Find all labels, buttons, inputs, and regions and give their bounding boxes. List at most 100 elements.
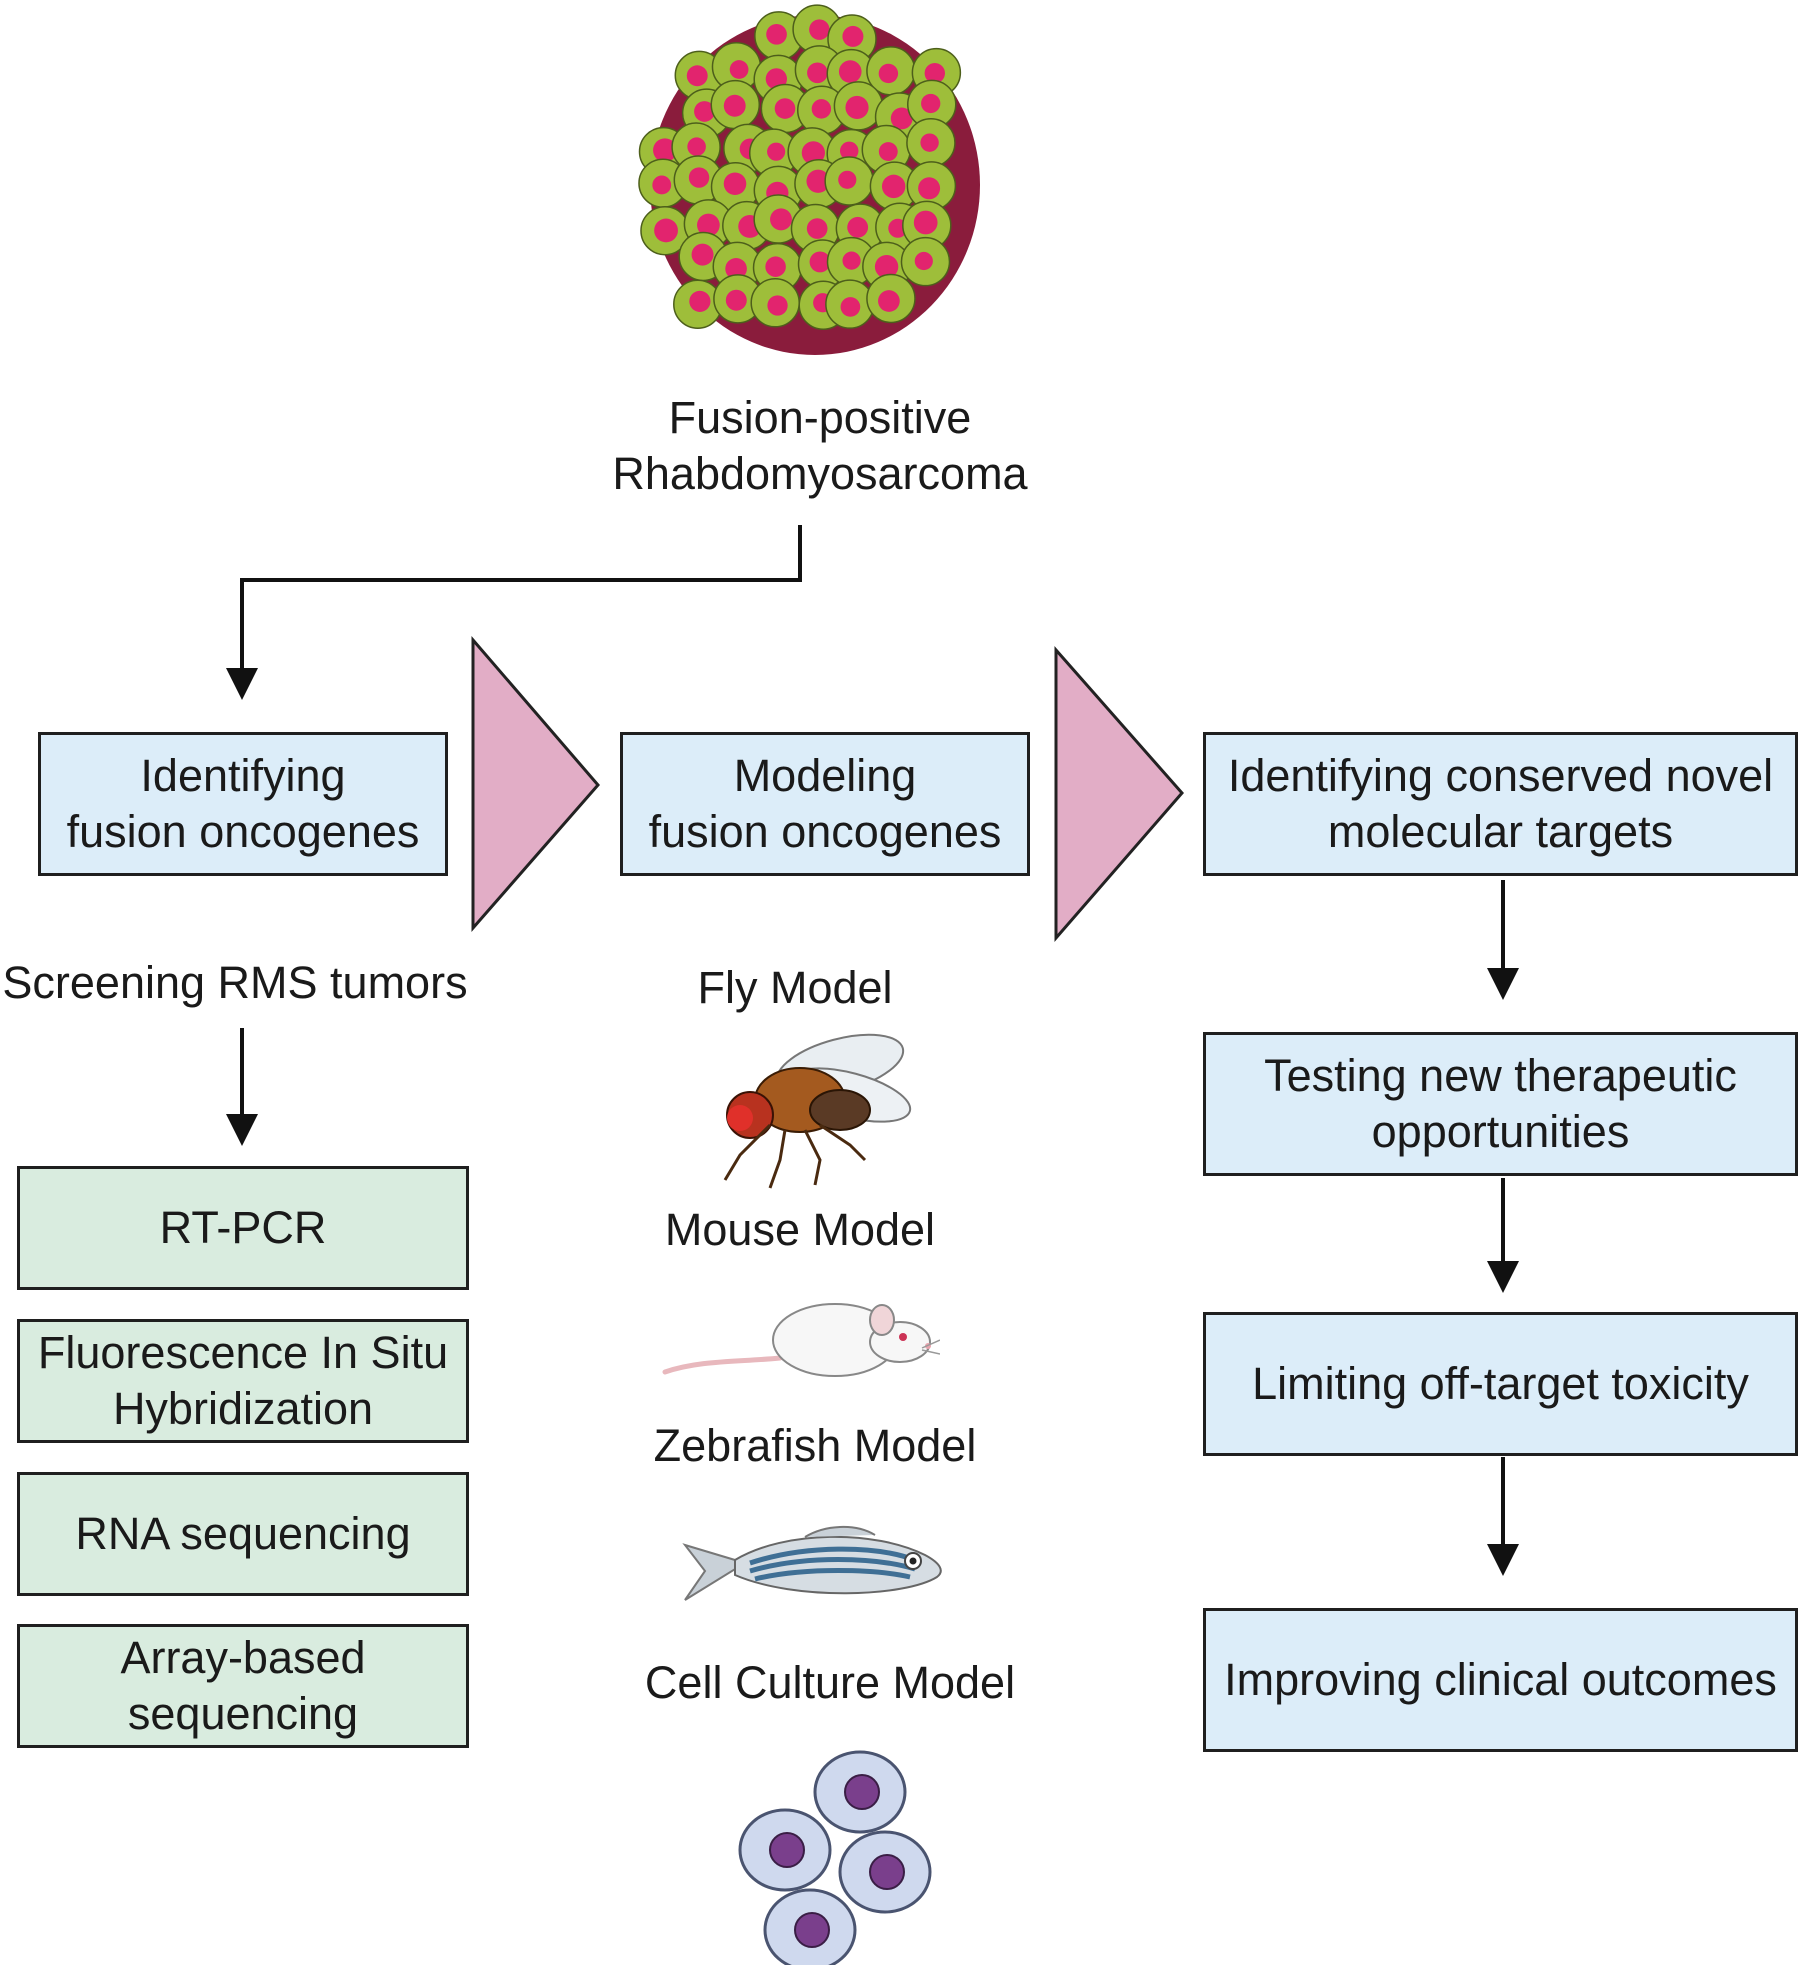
tumor-nucleus xyxy=(921,93,941,114)
col3-step3-label: Improving clinical outcomes xyxy=(1224,1653,1777,1705)
culture-cell xyxy=(738,1808,832,1892)
culture-cell xyxy=(838,1830,932,1914)
col3-step1-line2: opportunities xyxy=(1371,1106,1630,1157)
tumor-title: Fusion-positive Rhabdomyosarcoma xyxy=(540,390,1100,503)
tumor-nucleus xyxy=(653,138,677,163)
tumor-nucleus xyxy=(809,19,830,40)
tumor-nucleus xyxy=(890,107,913,130)
tumor-nucleus xyxy=(924,63,945,84)
method-box-array-seq: Array-based sequencing xyxy=(17,1624,469,1748)
tumor-nucleus xyxy=(847,216,869,238)
tumor-nucleus xyxy=(766,23,787,45)
tumor-nucleus xyxy=(842,25,864,47)
tumor-nucleus xyxy=(694,101,715,122)
tumor-nucleus xyxy=(767,295,788,316)
method-rt-pcr-label: RT-PCR xyxy=(159,1201,327,1253)
method-box-rt-pcr: RT-PCR xyxy=(17,1166,469,1290)
tumor-nucleus xyxy=(878,63,899,84)
tumor-nucleus xyxy=(878,290,900,312)
tumor-nucleus xyxy=(920,133,939,152)
tumor-nucleus xyxy=(801,141,825,165)
method-array-line1: Array-based xyxy=(120,1631,366,1683)
col3-header-line2: molecular targets xyxy=(1327,806,1674,857)
tumor-nucleus xyxy=(845,95,869,120)
mouse-model-label: Mouse Model xyxy=(664,1204,936,1255)
chevron-arrow-1 xyxy=(471,635,600,932)
modeling-fusion-oncogenes-box: Modeling fusion oncogenes xyxy=(620,732,1030,876)
tumor-nucleus xyxy=(914,251,933,271)
fly-model-label: Fly Model xyxy=(697,962,893,1013)
tumor-nucleus xyxy=(809,251,831,273)
col1-down-arrowhead xyxy=(226,1114,258,1146)
tumor-nucleus xyxy=(765,256,786,277)
tumor-nucleus xyxy=(654,218,678,243)
col1-header-line1: Identifying xyxy=(140,749,346,801)
tumor-nucleus xyxy=(842,251,861,270)
culture-cell xyxy=(813,1750,907,1834)
identifying-fusion-oncogenes-box: Identifying fusion oncogenes xyxy=(38,732,448,876)
col3-header-line1: Identifying conserved novel xyxy=(1227,749,1774,801)
tumor-nucleus xyxy=(723,172,747,196)
method-box-rna-seq: RNA sequencing xyxy=(17,1472,469,1596)
tumor-nucleus xyxy=(691,243,714,266)
tumor-nucleus xyxy=(806,169,830,193)
zebrafish-model-label: Zebrafish Model xyxy=(653,1420,977,1471)
tumor-nucleus xyxy=(686,65,708,87)
col3-arrowhead3 xyxy=(1487,1544,1519,1576)
screening-rms-tumors-label: Screening RMS tumors xyxy=(2,957,468,1008)
col2-header-line2: fusion oncogenes xyxy=(648,806,1002,857)
col3-step1-line1: Testing new therapeutic xyxy=(1264,1049,1737,1101)
tumor-nucleus xyxy=(878,142,898,162)
fly-icon xyxy=(723,1033,912,1189)
chevron-arrow-2 xyxy=(1054,646,1184,943)
method-fish-line1: Fluorescence In Situ xyxy=(37,1326,449,1378)
tumor-nucleus xyxy=(725,258,747,280)
improving-outcomes-box: Improving clinical outcomes xyxy=(1203,1608,1798,1752)
tumor-nucleus xyxy=(839,141,859,161)
col3-step2-label: Limiting off-target toxicity xyxy=(1252,1357,1749,1409)
tumor-nucleus xyxy=(687,137,706,156)
tumor-nucleus xyxy=(729,60,749,79)
tumor-nucleus xyxy=(770,208,792,231)
tumor-title-line2: Rhabdomyosarcoma xyxy=(612,448,1028,500)
tumor-nucleus xyxy=(874,255,899,279)
tumor-title-line1: Fusion-positive xyxy=(668,392,972,443)
tumor-nucleus xyxy=(881,174,906,199)
col2-header-line1: Modeling xyxy=(733,749,917,801)
col3-arrowhead1 xyxy=(1487,968,1519,1000)
method-box-fish: Fluorescence In Situ Hybridization xyxy=(17,1319,469,1443)
tumor-nucleus xyxy=(688,167,710,188)
zebrafish-icon xyxy=(682,1525,942,1601)
cell-culture-icon xyxy=(738,1750,932,1965)
method-fish-line2: Hybridization xyxy=(112,1383,374,1434)
method-rna-seq-label: RNA sequencing xyxy=(75,1507,411,1559)
limiting-toxicity-box: Limiting off-target toxicity xyxy=(1203,1312,1798,1456)
tumor-nucleus xyxy=(913,210,938,235)
tumor-nucleus xyxy=(652,175,672,195)
tumor-to-col1-arrow xyxy=(240,525,802,672)
col1-header-line2: fusion oncogenes xyxy=(66,806,420,857)
testing-therapeutics-box: Testing new therapeutic opportunities xyxy=(1203,1032,1798,1176)
culture-cell xyxy=(763,1888,857,1965)
tumor-nucleus xyxy=(840,297,861,317)
tumor-arrowhead xyxy=(226,668,258,700)
mouse-icon xyxy=(662,1303,940,1377)
cell-culture-model-label: Cell Culture Model xyxy=(644,1657,1016,1708)
tumor-nucleus xyxy=(697,213,720,237)
tumor-nucleus xyxy=(811,99,832,119)
tumor-nucleus xyxy=(767,142,786,161)
tumor-nucleus xyxy=(838,60,862,83)
method-array-line2: sequencing xyxy=(127,1688,359,1739)
tumor-nucleus xyxy=(838,170,857,189)
tumor-nucleus xyxy=(806,218,828,239)
col3-arrowhead2 xyxy=(1487,1261,1519,1293)
tumor-nucleus xyxy=(918,177,941,200)
tumor-nucleus xyxy=(807,62,828,84)
identifying-conserved-targets-box: Identifying conserved novel molecular ta… xyxy=(1203,732,1798,876)
tumor-nucleus xyxy=(774,98,796,119)
tumor-nucleus xyxy=(723,94,746,117)
tumor-cells-illustration xyxy=(638,4,980,355)
tumor-nucleus xyxy=(725,289,747,311)
tumor-nucleus xyxy=(689,290,711,312)
